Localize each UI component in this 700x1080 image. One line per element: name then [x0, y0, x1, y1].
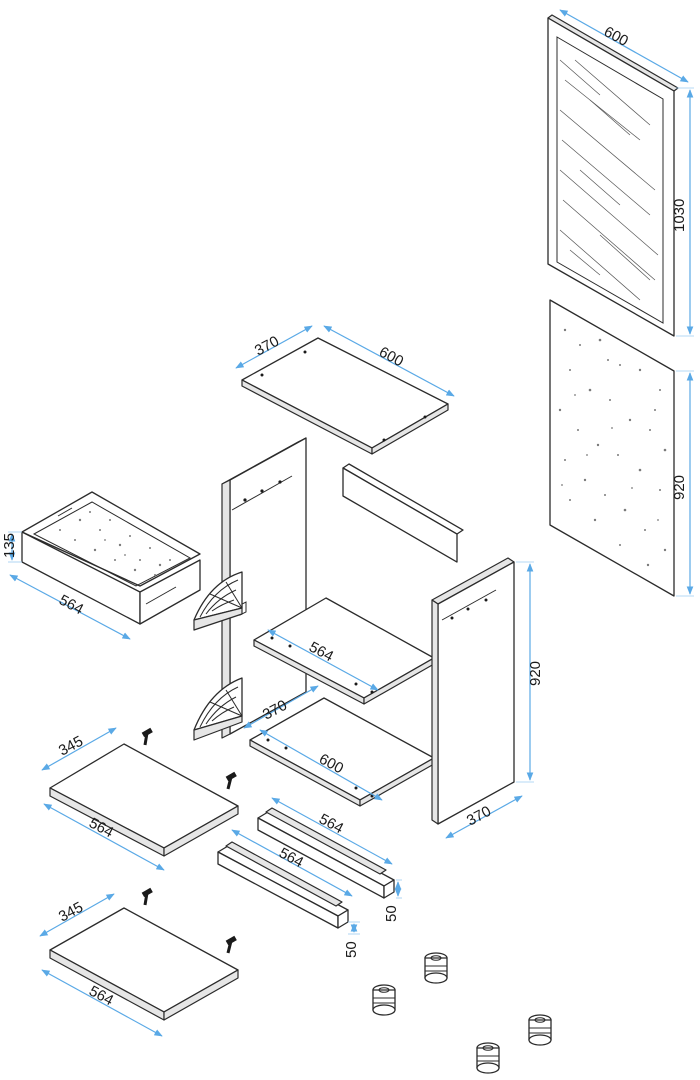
rail-upper-length-label: 564	[316, 811, 346, 838]
top-panel: 370 600	[235, 325, 455, 455]
plinth-rail-lower: 564 50	[217, 829, 360, 958]
foot-3	[528, 1014, 552, 1046]
drawer-height-label: 135	[1, 533, 18, 558]
door-upper: 345 564	[41, 727, 239, 871]
drawer-width-label: 564	[56, 592, 86, 619]
rail-lower-height-label: 50	[343, 941, 360, 958]
back-panel: 920	[549, 299, 694, 597]
door-upper-depth-label: 345	[56, 733, 86, 760]
handle-door-lower-a	[141, 887, 153, 906]
side-height-label: 920	[527, 661, 544, 686]
mirror-height-label: 1030	[671, 199, 688, 232]
bottom-shelf: 370 600	[243, 685, 435, 807]
handle-door-upper-b	[225, 771, 237, 790]
top-depth-label: 370	[252, 333, 282, 360]
rail-upper-height-label: 50	[383, 905, 400, 922]
handle-door-upper-a	[141, 727, 153, 746]
top-width-label: 600	[376, 344, 406, 371]
back-panel-height-label: 920	[671, 475, 688, 500]
door-lower: 345 564	[39, 893, 239, 1037]
corner-basket-lower	[193, 677, 243, 741]
drawer: 135 564	[1, 491, 201, 640]
door-lower-depth-label: 345	[56, 899, 86, 926]
right-side-panel: 920 370	[431, 557, 544, 839]
foot-2	[372, 984, 396, 1016]
foot-1	[424, 952, 448, 984]
mirror: 600 1030	[547, 9, 694, 337]
back-rail	[342, 463, 464, 563]
drawer-bottom-texture	[59, 511, 171, 576]
foot-4	[476, 1042, 500, 1074]
back-panel-texture	[558, 328, 667, 567]
middle-shelf: 564	[253, 597, 435, 705]
handle-door-lower-b	[225, 935, 237, 954]
corner-basket-upper	[193, 571, 243, 631]
